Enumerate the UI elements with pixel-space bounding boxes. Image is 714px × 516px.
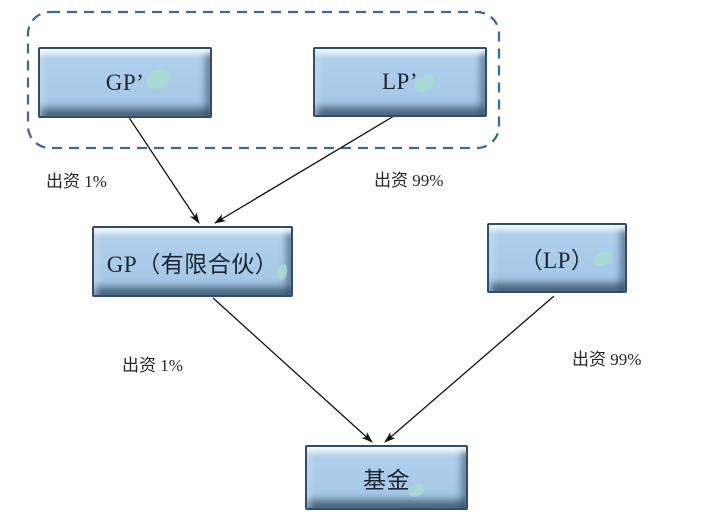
- edge-gp-to-fund-arrow: [212, 297, 373, 443]
- node-lp-label: （LP）: [519, 248, 595, 273]
- watermark-blob: [591, 247, 615, 270]
- edge-gp-prime-to-gp-arrow: [127, 115, 200, 224]
- node-fund: 基金: [305, 445, 468, 510]
- node-fund-label: 基金: [363, 467, 410, 493]
- edge-label-contribution-99pct-upper: 出资 99%: [374, 171, 444, 190]
- node-gp-prime-label: GP’: [105, 69, 145, 95]
- edge-lp-to-fund-arrow: [384, 295, 555, 443]
- node-gp-limited-partnership-label: GP（有限合伙）: [106, 251, 279, 277]
- dashed-group-border: [26, 10, 501, 150]
- node-lp-prime: LP’: [313, 47, 487, 117]
- watermark-blob: [276, 263, 289, 281]
- node-gp-limited-partnership: GP（有限合伙）: [92, 226, 293, 297]
- node-gp-prime: GP’: [38, 47, 212, 118]
- node-lp: （LP）: [487, 223, 627, 293]
- edge-label-contribution-1pct-upper: 出资 1%: [46, 172, 107, 191]
- edge-lp-prime-to-gp-arrow: [214, 115, 395, 224]
- edge-label-contribution-1pct-lower: 出资 1%: [122, 356, 183, 375]
- watermark-blob: [142, 65, 174, 94]
- node-lp-prime-label: LP’: [382, 69, 418, 94]
- edge-label-contribution-99pct-lower: 出资 99%: [572, 350, 642, 369]
